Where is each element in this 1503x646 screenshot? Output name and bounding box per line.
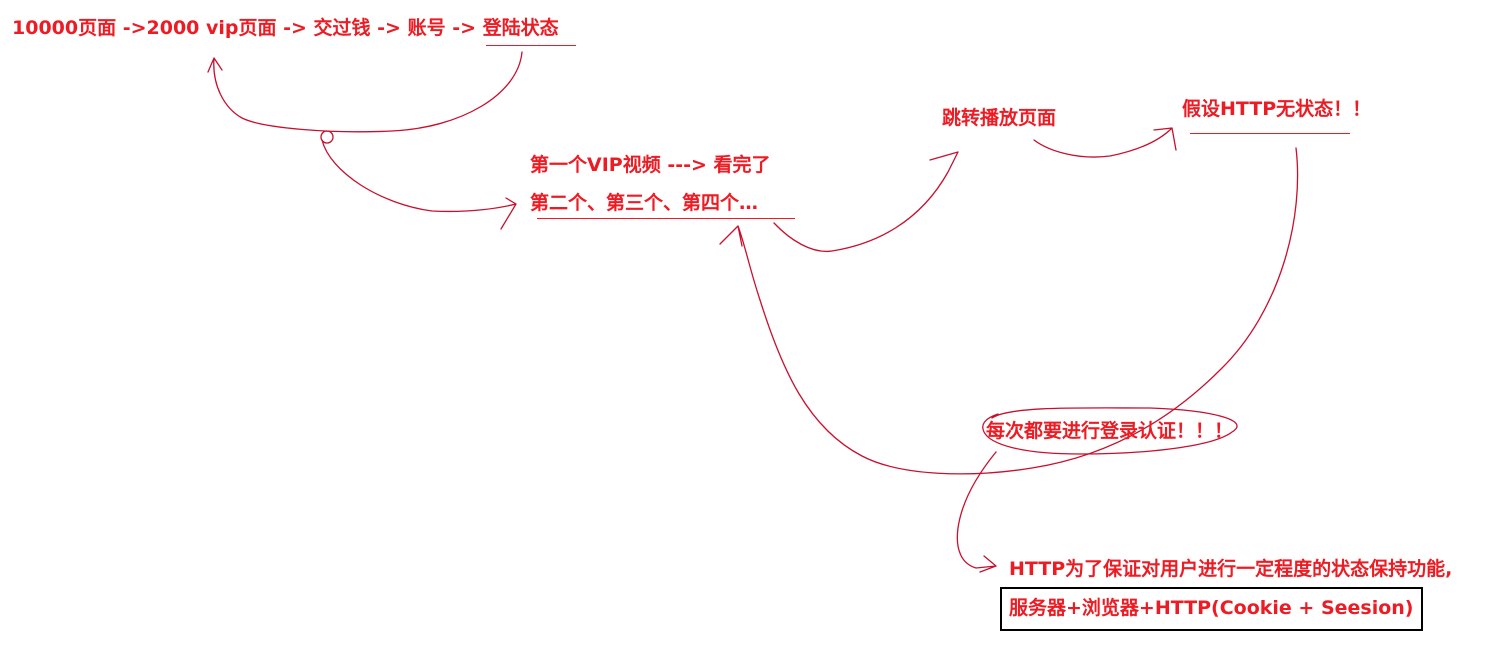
arrow-knot-to-next-videos <box>321 139 517 230</box>
arrow-stateless-to-login-each-back-to-videos <box>719 147 1299 475</box>
underline-stateless <box>1190 133 1350 134</box>
underline-next-videos <box>537 218 795 219</box>
knot-loop <box>320 130 334 144</box>
arrow-login-each-to-http-purpose <box>956 451 997 573</box>
note-http-purpose: HTTP为了保证对用户进行一定程度的状态保持功能, <box>1009 558 1453 580</box>
arrow-login-state-to-flow-start <box>207 51 523 133</box>
note-login-each: 每次都要进行登录认证！！！ <box>986 420 1234 442</box>
solution-box <box>1000 587 1423 631</box>
note-jump-play: 跳转播放页面 <box>942 107 1057 129</box>
note-stateless: 假设HTTP无状态！！ <box>1182 98 1372 120</box>
note-solution: 服务器+浏览器+HTTP(Cookie + Seesion) <box>1009 597 1414 619</box>
note-vip-watched: 第一个VIP视频 ---> 看完了 <box>530 154 771 176</box>
note-next-videos: 第二个、第三个、第四个… <box>530 192 759 214</box>
underline-login-state <box>486 45 576 46</box>
note-flow: 10000页面 ->2000 vip页面 -> 交过钱 -> 账号 -> 登陆状… <box>12 17 559 39</box>
arrow-jump-play-to-stateless <box>1033 127 1177 158</box>
ellipse-login-each <box>982 407 1238 455</box>
arrow-next-videos-to-jump-play <box>773 151 959 253</box>
